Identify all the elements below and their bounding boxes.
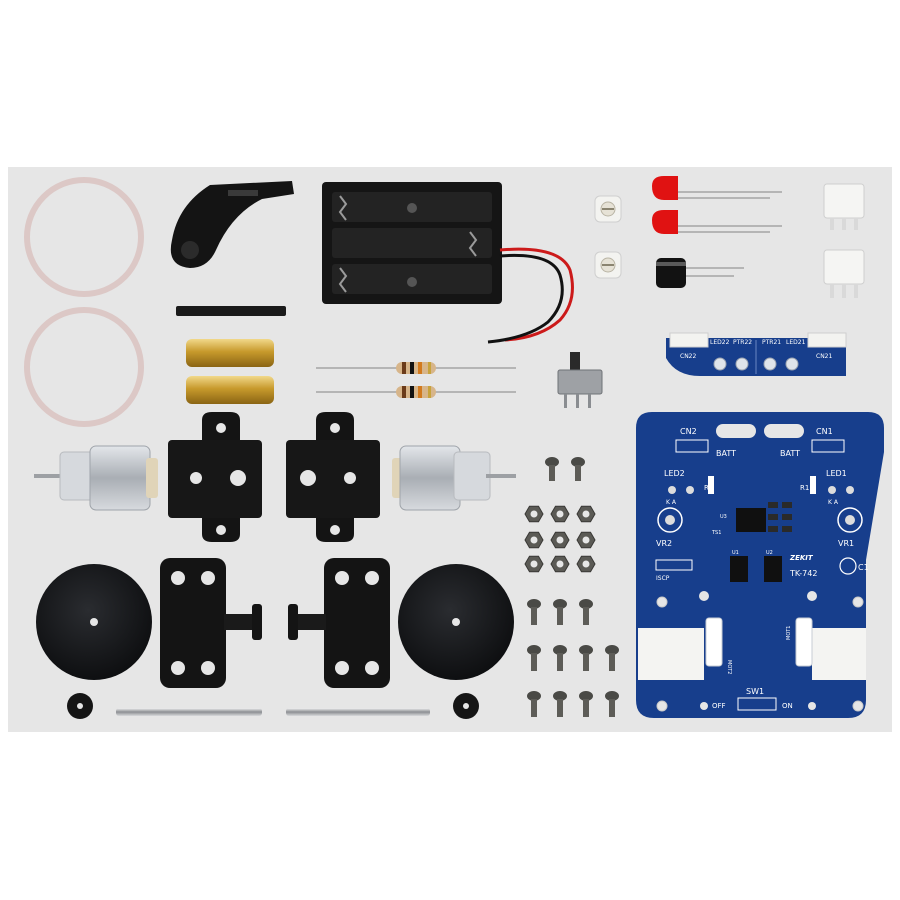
- sensor-label-cn21: CN21: [816, 353, 832, 360]
- axle-rod-right: [286, 708, 430, 716]
- hex-nut-hole: [556, 560, 564, 568]
- pcb-label-led2: LED2: [664, 469, 685, 478]
- screw-shank: [583, 653, 589, 671]
- battery-holder: [322, 182, 502, 304]
- screw-head: [579, 645, 593, 655]
- pcb-label-vr2: VR2: [656, 539, 672, 548]
- pcb-label-mot2: MOT2: [726, 660, 732, 675]
- black-arm-bracket: [170, 181, 294, 268]
- pcb-label-ka-right: K A: [828, 499, 839, 506]
- screw-shank: [557, 653, 563, 671]
- small-roller-right: [453, 693, 479, 719]
- hex-nut-hole: [582, 560, 590, 568]
- pcb-label-vr1: VR1: [838, 539, 854, 548]
- dc-motor-right: [392, 445, 516, 511]
- sensor-board: CN22 LED22 PTR22 PTR21 LED21 CN21: [666, 332, 847, 376]
- pcb-label-iscp: ISCP: [656, 575, 670, 582]
- pcb-label-cn1: CN1: [816, 427, 833, 436]
- pcb-label-r2: R2: [704, 484, 713, 492]
- screw-head: [527, 691, 541, 701]
- small-roller-left: [67, 693, 93, 719]
- hex-nut-hole: [530, 510, 538, 518]
- electrolytic-capacitor: [656, 258, 744, 288]
- black-shaft: [176, 306, 286, 316]
- white-connector-2: [823, 249, 865, 298]
- screw-head: [579, 599, 593, 609]
- screw-head: [605, 691, 619, 701]
- pcb-model-number: TK-742: [789, 569, 817, 578]
- slide-switch: [557, 352, 603, 408]
- pcb-label-u2: U2: [766, 550, 773, 556]
- battery-wire-red: [499, 247, 574, 342]
- screw-shank: [583, 699, 589, 717]
- trimmer-pot-1: [594, 195, 622, 223]
- wheel-left: [36, 564, 152, 680]
- brass-spacer-2: [186, 376, 274, 404]
- resistor-1: [316, 362, 516, 374]
- motor-mount-right: [286, 412, 380, 542]
- sensor-label-led22: LED22: [710, 339, 730, 346]
- pcb-label-ka-left: K A: [666, 499, 677, 506]
- pcb-label-mot1: MOT1: [786, 626, 792, 641]
- screw-head: [605, 645, 619, 655]
- pcb-label-batt-left: BATT: [716, 449, 736, 458]
- screw-shank: [557, 699, 563, 717]
- red-led-1: [652, 176, 782, 200]
- resistor-2: [316, 386, 516, 398]
- caster-bracket-left: [160, 558, 262, 688]
- main-pcb: CN2 CN1 BATT BATT LED2 LED1 R2 R1 K A K …: [636, 412, 884, 718]
- pcb-label-batt-right: BATT: [780, 449, 800, 458]
- screw-shank: [531, 653, 537, 671]
- trimmer-pot-2: [594, 251, 622, 279]
- motor-mount-left: [168, 412, 262, 542]
- hex-nut-hole: [556, 536, 564, 544]
- brass-spacer-1: [186, 339, 274, 367]
- pcb-label-ts1: TS1: [711, 530, 721, 536]
- pcb-label-c1: C1: [858, 563, 869, 572]
- pcb-label-sw1: SW1: [746, 687, 764, 696]
- rubber-ring-top: [24, 177, 144, 297]
- hex-nut-hole: [530, 560, 538, 568]
- pcb-label-r1: R1: [800, 484, 809, 492]
- rubber-ring-bottom: [24, 307, 144, 427]
- hex-nut-hole: [582, 536, 590, 544]
- screws-grid: [527, 599, 619, 717]
- hex-nut-hole: [530, 536, 538, 544]
- sensor-label-led21: LED21: [786, 339, 806, 346]
- axle-rod-left: [116, 708, 262, 716]
- screw-pair-top: [545, 457, 585, 481]
- battery-wire-black: [487, 253, 564, 344]
- sensor-label-cn22: CN22: [680, 353, 696, 360]
- pcb-label-on: ON: [782, 702, 793, 710]
- sensor-label-ptr22: PTR22: [733, 339, 752, 346]
- screw-shank: [583, 607, 589, 625]
- red-led-2: [652, 210, 782, 234]
- hex-nuts-grid: [524, 505, 596, 573]
- screw-shank: [531, 699, 537, 717]
- pcb-label-cn2: CN2: [680, 427, 697, 436]
- dc-motor-left: [34, 445, 158, 511]
- screw-shank: [557, 607, 563, 625]
- pcb-label-u3: U3: [720, 514, 727, 520]
- screw-shank: [609, 699, 615, 717]
- pcb-label-off: OFF: [712, 702, 726, 710]
- caster-bracket-right: [288, 558, 390, 688]
- screw-head: [553, 645, 567, 655]
- pcb-label-u1: U1: [732, 550, 739, 556]
- wheel-right: [398, 564, 514, 680]
- screw-shank: [531, 607, 537, 625]
- screw-head: [553, 691, 567, 701]
- screw-shank: [609, 653, 615, 671]
- screw-head: [527, 645, 541, 655]
- hex-nut-hole: [582, 510, 590, 518]
- screw-head: [527, 599, 541, 609]
- white-connector-1: [823, 183, 865, 230]
- pcb-brand-logo: ZEKIT: [789, 554, 814, 562]
- sensor-label-ptr21: PTR21: [762, 339, 781, 346]
- pcb-label-led1: LED1: [826, 469, 847, 478]
- hex-nut-hole: [556, 510, 564, 518]
- screw-head: [553, 599, 567, 609]
- screw-head: [579, 691, 593, 701]
